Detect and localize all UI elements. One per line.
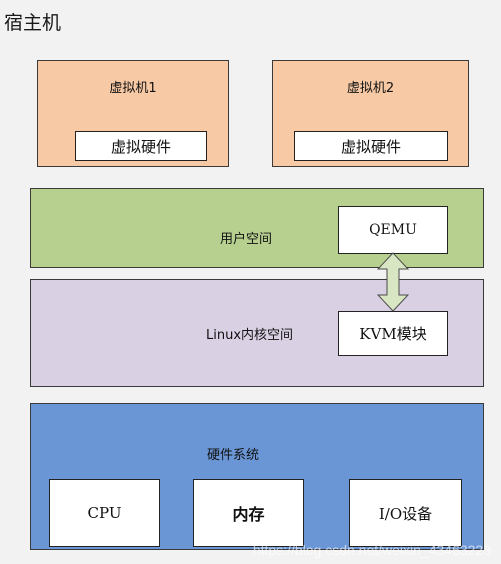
kvm-label: KVM模块 [359,325,427,343]
user-space-label: 用户空间 [220,232,273,247]
vm2-hardware-box: 虚拟硬件 [294,131,448,161]
vm1-hardware-label: 虚拟硬件 [110,137,171,156]
kernel-space-box: Linux内核空间 KVM模块 [30,279,484,387]
qemu-box: QEMU [338,206,448,254]
vm1-hardware-box: 虚拟硬件 [75,131,207,161]
kernel-space-label: Linux内核空间 [206,328,294,343]
cpu-box: CPU [49,479,160,547]
qemu-label: QEMU [369,222,417,238]
memory-label: 内存 [232,505,265,524]
kvm-box: KVM模块 [338,311,448,356]
vm2-label: 虚拟机2 [346,81,395,96]
user-space-box: 用户空间 QEMU [30,188,484,268]
cpu-label: CPU [87,504,122,522]
io-box: I/O设备 [349,479,462,547]
vm2-box: 虚拟机2 虚拟硬件 [272,60,469,167]
vm1-label: 虚拟机1 [109,81,157,96]
vm2-hardware-label: 虚拟硬件 [340,137,401,156]
memory-box: 内存 [193,479,304,547]
io-label: I/O设备 [378,504,433,523]
hardware-system-box: 硬件系统 CPU 内存 I/O设备 [30,403,484,550]
vm1-box: 虚拟机1 虚拟硬件 [37,60,229,167]
double-arrow-icon [377,252,409,312]
host-title: 宿主机 [4,12,62,34]
hardware-system-label: 硬件系统 [207,448,260,463]
watermark-text: https://blog.csdn.net/weixin_43463223 [252,542,491,558]
